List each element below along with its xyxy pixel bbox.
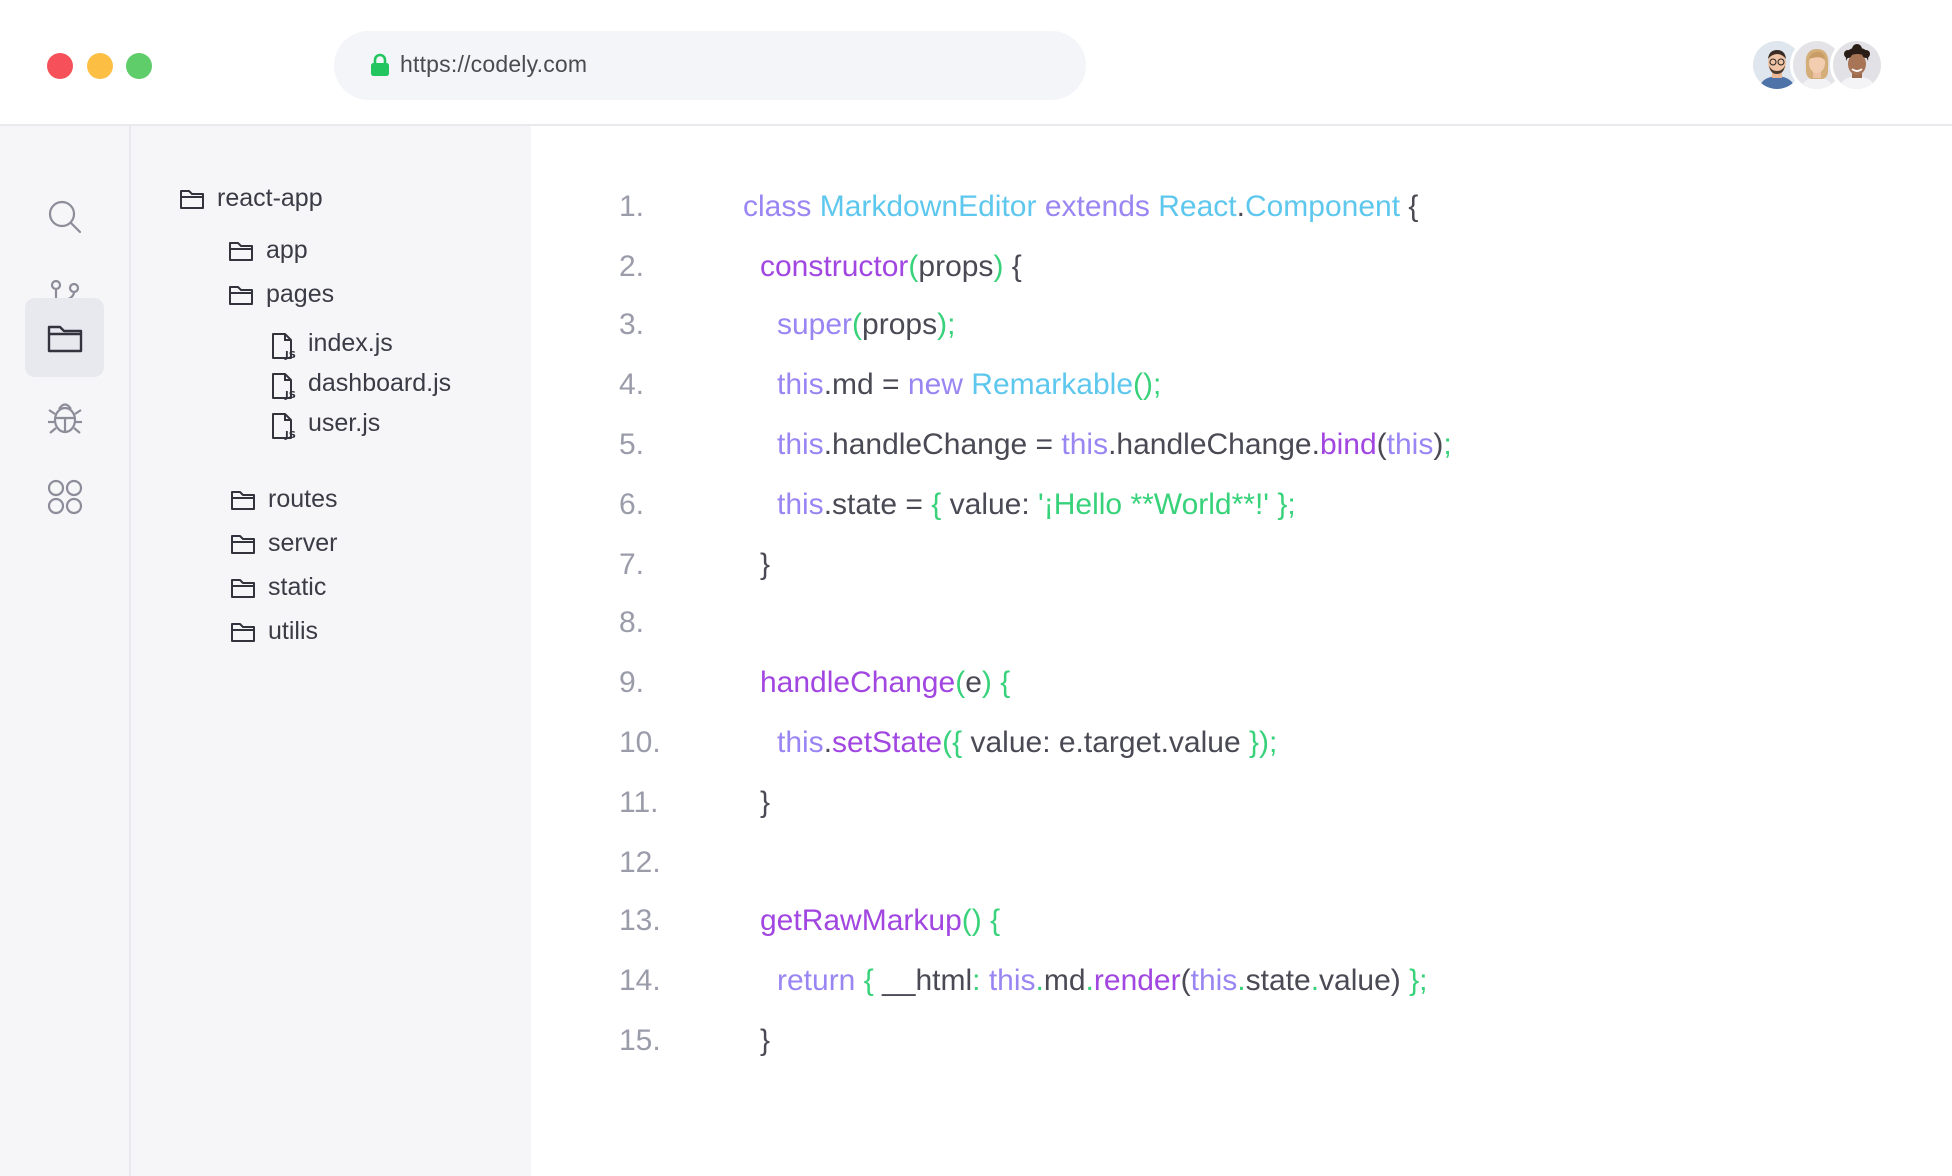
line-number: 3. xyxy=(619,308,645,341)
code-editor[interactable]: 1. class MarkdownEditor extends React.Co… xyxy=(531,126,1952,1176)
tree-label: index.js xyxy=(308,329,393,357)
line-number: 10. xyxy=(619,726,661,759)
folder-icon xyxy=(180,190,204,209)
bug-icon[interactable] xyxy=(25,377,104,456)
code-line: 12. xyxy=(531,842,1952,886)
code-text: this.setState({ value: e.target.value })… xyxy=(777,726,1278,759)
line-number: 1. xyxy=(619,190,645,223)
code-text: return { __html: this.md.render(this.sta… xyxy=(777,964,1428,997)
line-number: 9. xyxy=(619,666,645,699)
maximize-window-button[interactable] xyxy=(126,53,152,79)
code-line: 8. xyxy=(531,602,1952,646)
lock-icon xyxy=(370,53,390,82)
folder-icon xyxy=(231,579,255,598)
tree-label: user.js xyxy=(308,409,381,437)
folder-icon xyxy=(231,491,255,510)
line-number: 4. xyxy=(619,368,645,401)
code-text: this.md = new Remarkable(); xyxy=(777,368,1162,401)
file-explorer: react-app app pages JS index.js JS dashb… xyxy=(131,126,531,1176)
code-text: getRawMarkup() { xyxy=(760,904,1001,937)
js-file-icon: JS xyxy=(272,373,296,400)
code-line: 14. return { __html: this.md.render(this… xyxy=(531,960,1952,1004)
code-line: 5. this.handleChange = this.handleChange… xyxy=(531,424,1952,468)
code-text: constructor(props) { xyxy=(760,250,1022,283)
svg-text:JS: JS xyxy=(284,430,296,440)
tree-label: utilis xyxy=(268,617,319,645)
code-text: } xyxy=(760,786,771,819)
code-text: this.handleChange = this.handleChange.bi… xyxy=(777,428,1452,461)
line-number: 7. xyxy=(619,548,645,581)
line-number: 6. xyxy=(619,488,645,521)
tree-label: react-app xyxy=(217,184,323,212)
tree-label: routes xyxy=(268,485,338,513)
address-bar[interactable]: https://codely.com xyxy=(334,31,1086,100)
minimize-window-button[interactable] xyxy=(87,53,113,79)
url-text: https://codely.com xyxy=(400,51,588,77)
code-line: 9. handleChange(e) { xyxy=(531,662,1952,706)
code-line: 6. this.state = { value: '¡Hello **World… xyxy=(531,484,1952,528)
explorer-folder-icon[interactable] xyxy=(25,298,104,377)
folder-icon xyxy=(229,242,253,261)
code-line: 4. this.md = new Remarkable(); xyxy=(531,364,1952,408)
folder-icon xyxy=(231,535,255,554)
folder-icon xyxy=(231,623,255,642)
line-number: 14. xyxy=(619,964,661,997)
search-icon[interactable] xyxy=(25,177,104,256)
activity-bar xyxy=(0,126,131,1176)
js-file-icon: JS xyxy=(272,413,296,440)
code-text: handleChange(e) { xyxy=(760,666,1011,699)
line-number: 13. xyxy=(619,904,661,937)
code-text: } xyxy=(760,548,771,581)
code-text: super(props); xyxy=(777,308,956,341)
tree-label: server xyxy=(268,529,338,557)
line-number: 12. xyxy=(619,846,661,879)
browser-toolbar: https://codely.com xyxy=(0,0,1952,126)
close-window-button[interactable] xyxy=(47,53,73,79)
tree-label: static xyxy=(268,573,327,601)
line-number: 11. xyxy=(619,786,659,819)
line-number: 15. xyxy=(619,1024,661,1057)
tree-label: dashboard.js xyxy=(308,369,452,397)
js-file-icon: JS xyxy=(272,333,296,360)
avatar-man-curly[interactable] xyxy=(1830,38,1884,92)
tree-label: app xyxy=(266,236,308,264)
code-text: } xyxy=(760,1024,771,1057)
code-text: this.state = { value: '¡Hello **World**!… xyxy=(777,488,1296,521)
svg-text:JS: JS xyxy=(284,350,296,360)
line-number: 5. xyxy=(619,428,645,461)
tree-label: pages xyxy=(266,280,335,308)
code-line: 10. this.setState({ value: e.target.valu… xyxy=(531,722,1952,766)
line-number: 8. xyxy=(619,606,645,639)
code-line: 15. } xyxy=(531,1020,1952,1064)
code-line: 13. getRawMarkup() { xyxy=(531,900,1952,944)
svg-text:JS: JS xyxy=(284,390,296,400)
code-line: 3. super(props); xyxy=(531,304,1952,348)
extensions-icon[interactable] xyxy=(25,457,104,536)
folder-icon xyxy=(229,286,253,305)
code-line: 7. } xyxy=(531,544,1952,588)
code-line: 1. class MarkdownEditor extends React.Co… xyxy=(531,186,1952,230)
line-number: 2. xyxy=(619,250,645,283)
code-line: 11. } xyxy=(531,782,1952,826)
code-text: class MarkdownEditor extends React.Compo… xyxy=(743,190,1419,223)
code-line: 2. constructor(props) { xyxy=(531,246,1952,290)
